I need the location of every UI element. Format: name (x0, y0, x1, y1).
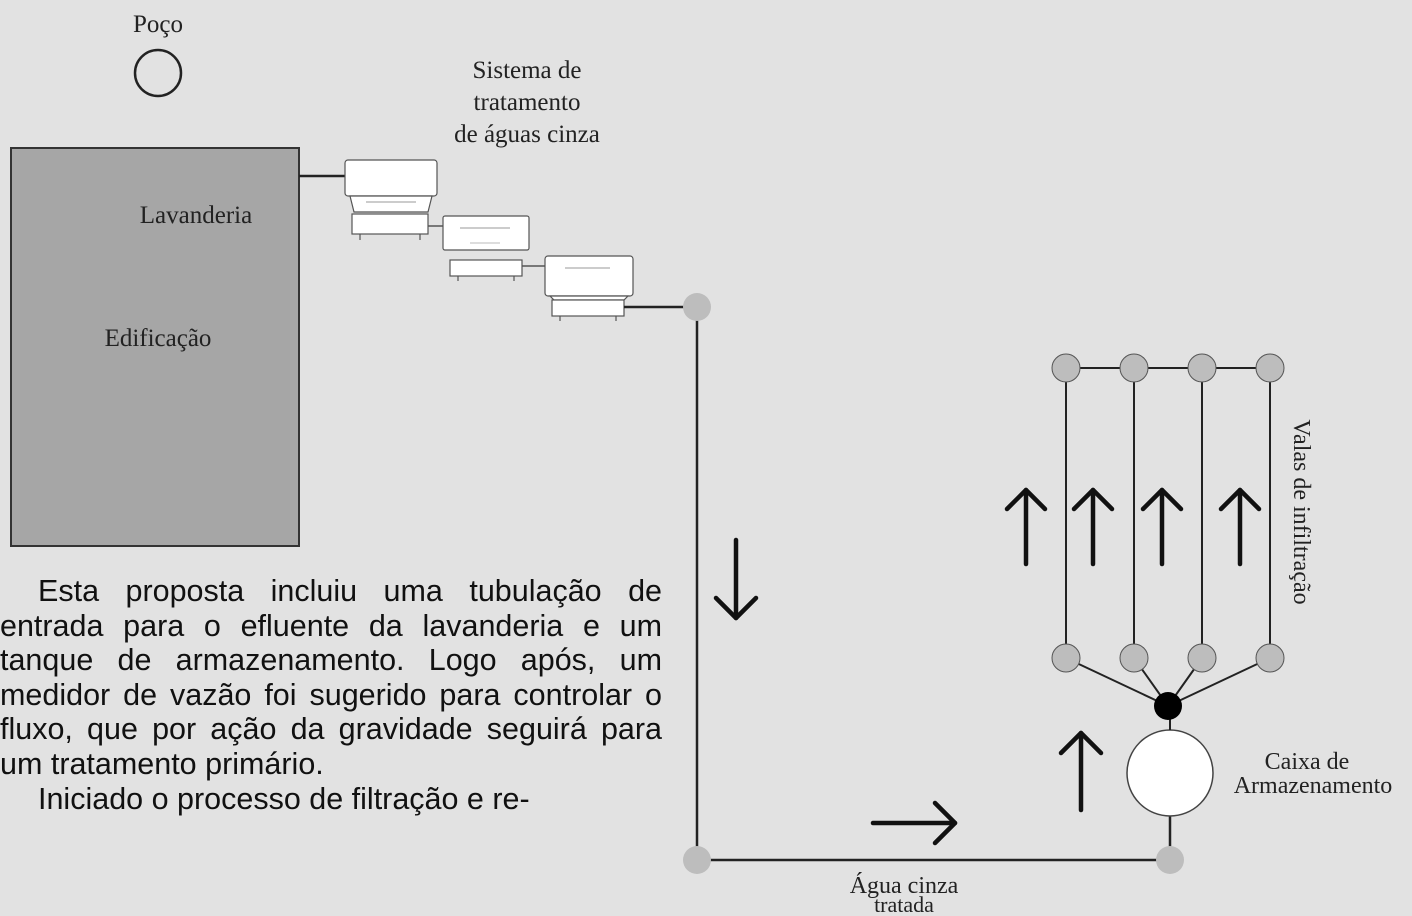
storage-tank (1126, 729, 1214, 817)
storage-label-line2: Armazenamento (1234, 773, 1393, 799)
treated-water-label-line1: Água cinza (850, 873, 959, 899)
flow-right-arrow (870, 800, 958, 846)
trench-node (1255, 643, 1285, 673)
pipe-node (683, 846, 711, 874)
treatment-tank-2 (442, 215, 530, 281)
well-circle (133, 48, 183, 98)
trench-node (1051, 353, 1081, 383)
trench-node (1187, 643, 1217, 673)
treatment-label-line1: Sistema de (472, 57, 581, 84)
trench-node (1255, 353, 1285, 383)
paragraph-2: Iniciado o processo de filtração e re- (38, 781, 530, 816)
flow-up-arrow (1218, 487, 1262, 567)
infiltration-label: Valas de infiltração (1288, 419, 1314, 604)
building-label: Edificação (105, 325, 212, 352)
trench-node (1119, 353, 1149, 383)
body-text: Esta proposta incluiu uma tubulação de e… (0, 574, 662, 816)
flow-up-arrow (1071, 487, 1115, 567)
treatment-label-line2: tratamento (474, 89, 581, 116)
treated-water-label-line2: tratada (874, 892, 934, 916)
storage-label-line1: Caixa de (1265, 749, 1350, 775)
building-block (10, 147, 300, 547)
treatment-tank-3 (544, 255, 634, 321)
pipe-node (1156, 846, 1184, 874)
treatment-label-line3: de águas cinza (454, 121, 600, 148)
trench-node (1119, 643, 1149, 673)
flow-down-arrow (713, 537, 759, 621)
flow-up-arrow (1004, 487, 1048, 567)
well-label: Poço (133, 11, 183, 38)
flow-up-arrow (1140, 487, 1184, 567)
flow-up-arrow (1058, 730, 1104, 813)
trench-node (1051, 643, 1081, 673)
treatment-tank-1 (344, 159, 438, 240)
junction-node (1154, 692, 1182, 720)
trench-node (1187, 353, 1217, 383)
paragraph-1: Esta proposta incluiu uma tubulação de e… (0, 574, 662, 781)
pipe-node (683, 293, 711, 321)
laundry-label: Lavanderia (140, 202, 252, 229)
